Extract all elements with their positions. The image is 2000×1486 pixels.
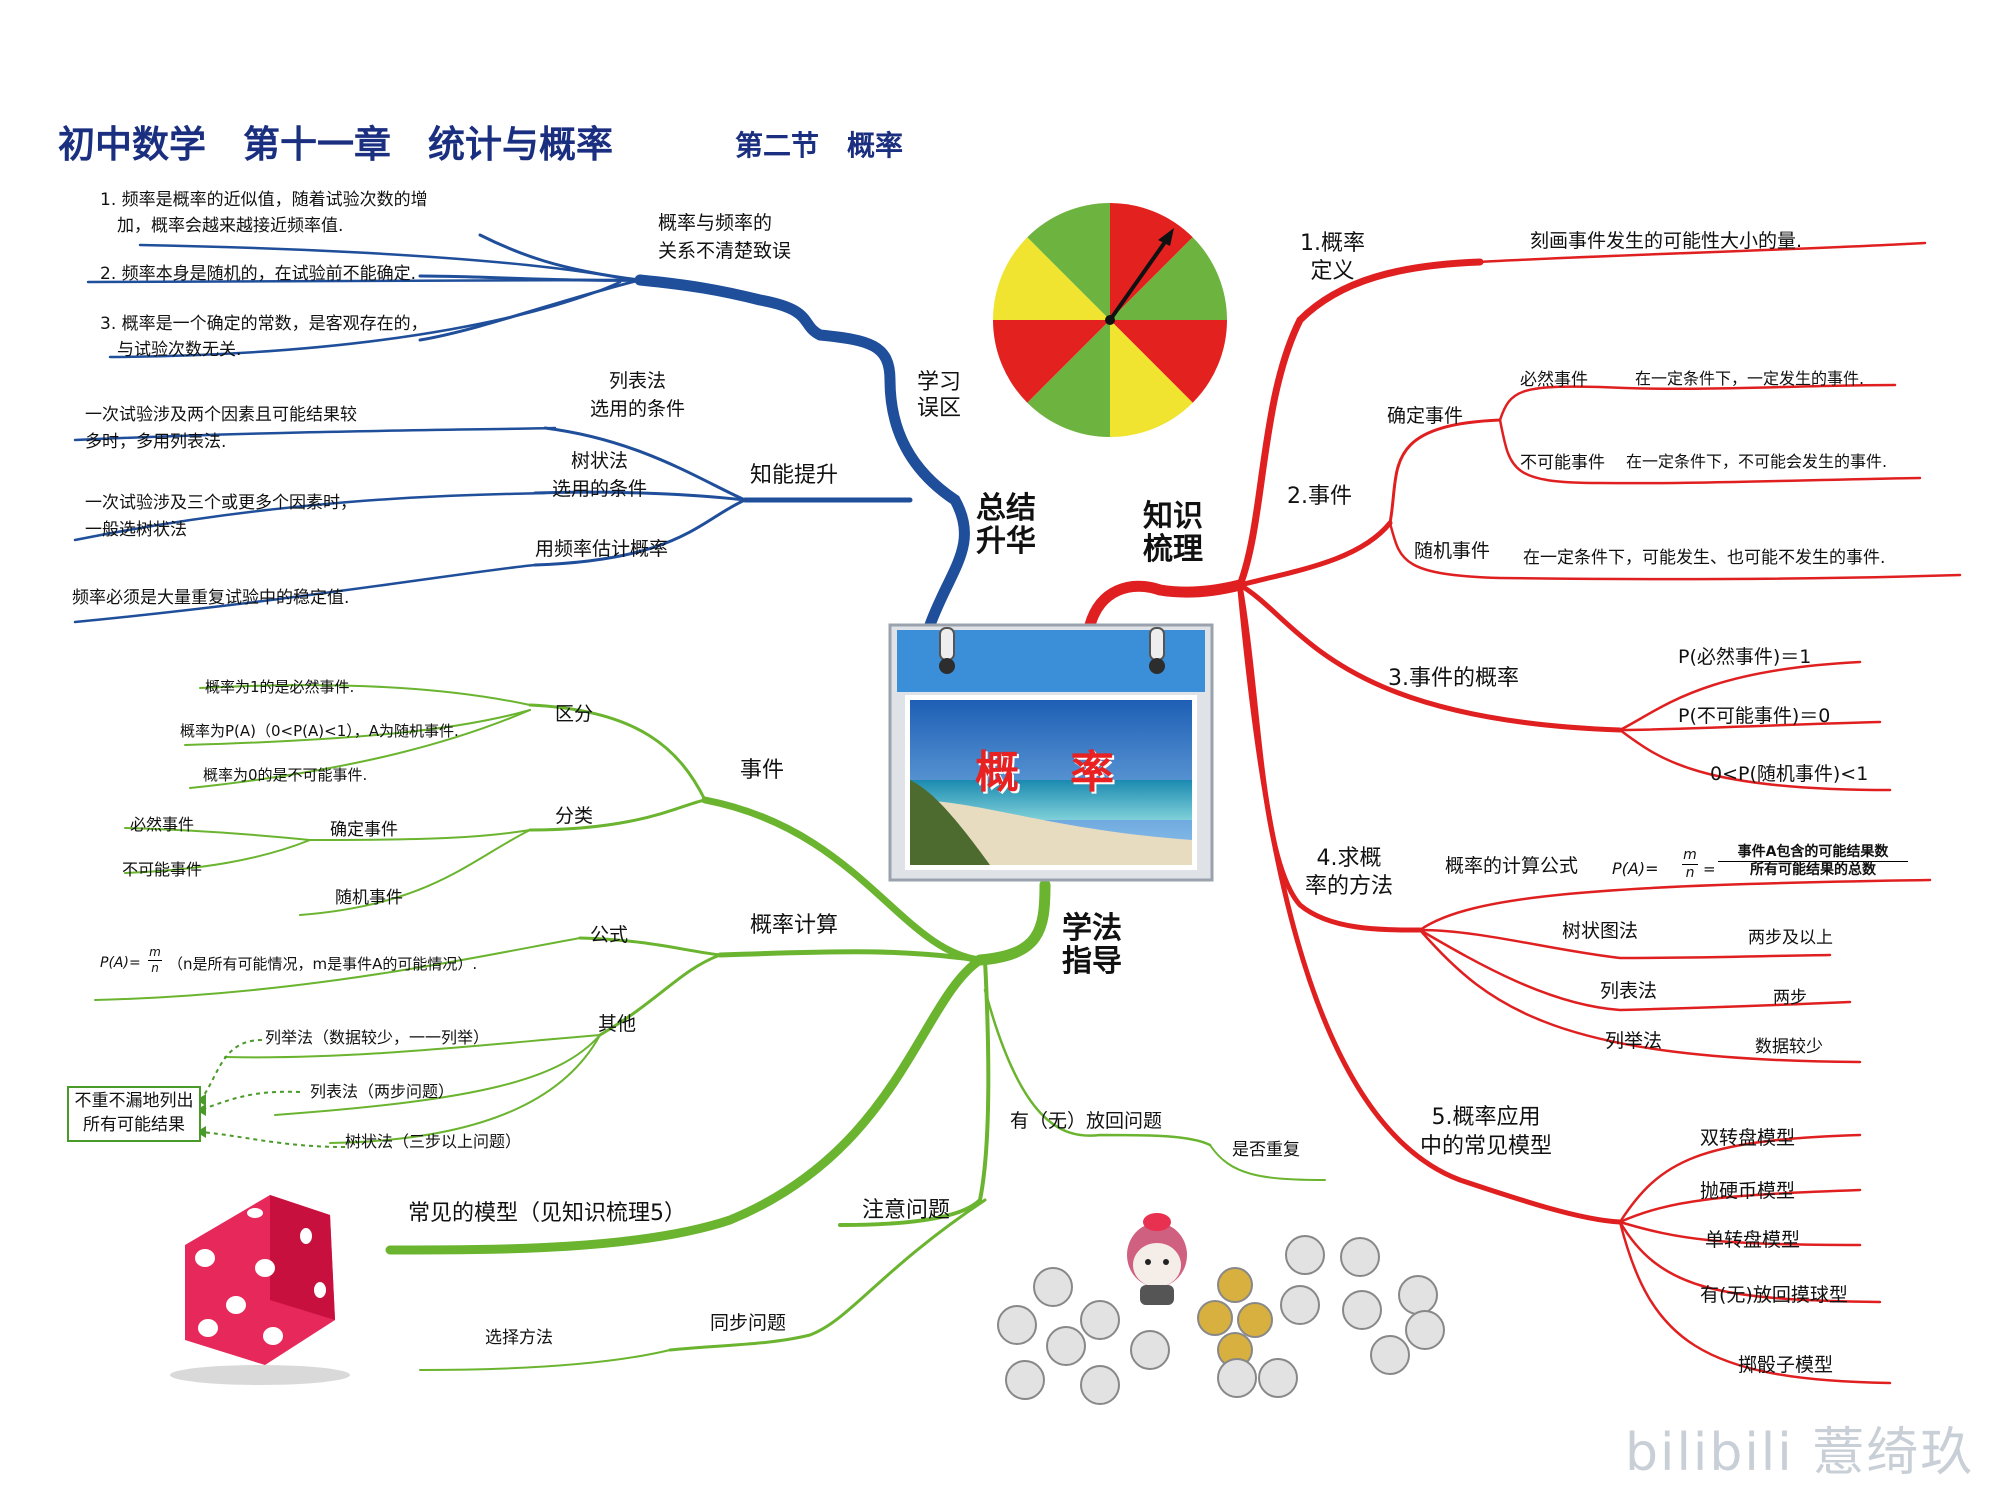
- classify-certain-impossible: 不可能事件: [122, 860, 202, 880]
- formula-ratio: 事件A包含的可能结果数 所有可能结果的总数: [1718, 845, 1908, 879]
- distinguish-item-3: 概率为0的是不可能事件.: [203, 766, 367, 785]
- models-label: 5.概率应用 中的常见模型: [1420, 1104, 1552, 1161]
- model-item-2: 抛硬币模型: [1700, 1180, 1795, 1204]
- dice-illustration: [170, 1195, 350, 1385]
- calc-formula-label: 公式: [590, 924, 628, 948]
- model-item-5: 掷骰子模型: [1738, 1354, 1833, 1378]
- event-prob-2: P(不可能事件)＝0: [1678, 705, 1830, 729]
- branch-knowledge-label: 知识 梳理: [1143, 500, 1203, 566]
- skill-tree-note: 一次试验涉及三个或更多个因素时， 一般选树状法: [85, 490, 357, 544]
- def-text: 刻画事件发生的可能性大小的量.: [1530, 230, 1802, 254]
- impossible-event-text: 在一定条件下，不可能会发生的事件.: [1626, 452, 1887, 472]
- skill-list-note: 一次试验涉及两个因素且可能结果较 多时，多用列表法.: [85, 402, 357, 456]
- random-event-text: 在一定条件下，可能发生、也可能不发生的事件.: [1523, 548, 1885, 569]
- center-calendar: [890, 625, 1212, 880]
- all-outcomes-box: 不重不漏地列出 所有可能结果: [67, 1086, 201, 1142]
- event-prob-1: P(必然事件)＝1: [1678, 646, 1811, 670]
- method-tree-label: 树状图法: [1562, 920, 1638, 944]
- calc-formula-m: m: [148, 946, 162, 959]
- skill-freq-label: 用频率估计概率: [535, 538, 668, 562]
- calc-other-label: 其他: [598, 1013, 636, 1037]
- calc-formula-text: （n是所有可能情况，m是事件A的可能情况）.: [168, 955, 477, 974]
- events-label: 2.事件: [1287, 483, 1352, 511]
- calc-formula-n: n: [148, 962, 162, 975]
- event-prob-3: 0<P(随机事件)<1: [1710, 763, 1868, 787]
- formula-denominator: 所有可能结果的总数: [1718, 863, 1908, 878]
- page-subtitle: 第二节 概率: [735, 128, 903, 163]
- common-models-label: 常见的模型（见知识梳理5）: [408, 1200, 686, 1228]
- certain-event-label: 确定事件: [1387, 405, 1463, 429]
- calc-label: 概率计算: [750, 912, 838, 940]
- sync-problem-note: 选择方法: [485, 1328, 553, 1349]
- branch-method-label: 学法 指导: [1062, 912, 1122, 978]
- formula-numerator: 事件A包含的可能结果数: [1718, 845, 1908, 860]
- watermark: bilibili 薏绮玖: [1625, 1410, 1974, 1485]
- center-label-2: 率: [1070, 745, 1114, 800]
- method-enum-note: 数据较少: [1755, 1037, 1823, 1058]
- sure-event-text: 在一定条件下，一定发生的事件.: [1635, 369, 1864, 389]
- distinguish-item-2: 概率为P(A)（0<P(A)<1），A为随机事件.: [180, 722, 459, 741]
- mistake-item-2: 2. 频率本身是随机的，在试验前不能确定.: [100, 264, 416, 285]
- formula-mn: m n: [1682, 848, 1698, 882]
- page-title: 初中数学 第十一章 统计与概率: [58, 122, 613, 168]
- event-prob-label: 3.事件的概率: [1388, 665, 1519, 693]
- model-item-1: 双转盘模型: [1700, 1127, 1795, 1151]
- mistake-item-1: 1. 频率是概率的近似值，随着试验次数的增 加，概率会越来越接近频率值.: [100, 188, 428, 239]
- skill-freq-note: 频率必须是大量重复试验中的稳定值.: [72, 588, 349, 609]
- formula-m: m: [1682, 848, 1698, 863]
- method-enum-label: 列举法: [1605, 1030, 1662, 1054]
- classify-certain: 确定事件: [330, 820, 398, 841]
- study-mistakes-topic: 概率与频率的 关系不清楚致误: [658, 210, 791, 265]
- study-mistakes-label: 学习 误区: [917, 370, 961, 423]
- replace-problem-label: 有（无）放回问题: [1010, 1110, 1162, 1134]
- sync-problem-label: 同步问题: [710, 1312, 786, 1336]
- branch-summary-label: 总结 升华: [976, 492, 1036, 558]
- classify-random: 随机事件: [335, 888, 403, 909]
- formula-label: 概率的计算公式: [1445, 855, 1578, 879]
- calc-other-1: 列举法（数据较少，一一列举）: [265, 1028, 489, 1048]
- formula-equal: =: [1703, 860, 1716, 879]
- impossible-event-label: 不可能事件: [1520, 453, 1605, 474]
- center-label-1: 概: [975, 745, 1019, 800]
- spinner-illustration: [993, 203, 1227, 437]
- method-events-label: 事件: [740, 757, 784, 785]
- skill-up-label: 知能提升: [750, 462, 838, 490]
- calc-other-2: 列表法（两步问题）: [310, 1082, 454, 1102]
- replace-problem-note: 是否重复: [1232, 1140, 1300, 1161]
- distinguish-label: 区分: [555, 703, 593, 727]
- calc-other-3: 树状法（三步以上问题）: [345, 1132, 521, 1152]
- formula-lhs: P(A)=: [1612, 859, 1658, 879]
- coins-illustration: [998, 1236, 1444, 1404]
- model-item-4: 有(无)放回摸球型: [1700, 1284, 1848, 1308]
- sure-event-label: 必然事件: [1520, 370, 1588, 391]
- method-tree-note: 两步及以上: [1748, 928, 1833, 949]
- formula-n: n: [1682, 866, 1698, 881]
- method-table-note: 两步: [1773, 988, 1807, 1009]
- model-item-3: 单转盘模型: [1705, 1229, 1800, 1253]
- mistake-item-3: 3. 概率是一个确定的常数，是客观存在的， 与试验次数无关.: [100, 312, 428, 363]
- methods-label: 4.求概 率的方法: [1305, 845, 1393, 900]
- distinguish-item-1: 概率为1的是必然事件.: [205, 678, 354, 697]
- def-label: 1.概率 定义: [1300, 230, 1365, 285]
- skill-list-label: 列表法 选用的条件: [590, 368, 685, 423]
- method-table-label: 列表法: [1600, 980, 1657, 1004]
- calc-formula-mn: m n: [148, 946, 162, 975]
- classify-certain-sure: 必然事件: [130, 815, 194, 835]
- doll-illustration: [1127, 1213, 1187, 1305]
- calc-formula-lhs: P(A)=: [100, 955, 141, 973]
- random-event-label: 随机事件: [1414, 540, 1490, 564]
- skill-tree-label: 树状法 选用的条件: [552, 448, 647, 503]
- attention-label: 注意问题: [862, 1197, 950, 1225]
- classify-label: 分类: [555, 805, 593, 829]
